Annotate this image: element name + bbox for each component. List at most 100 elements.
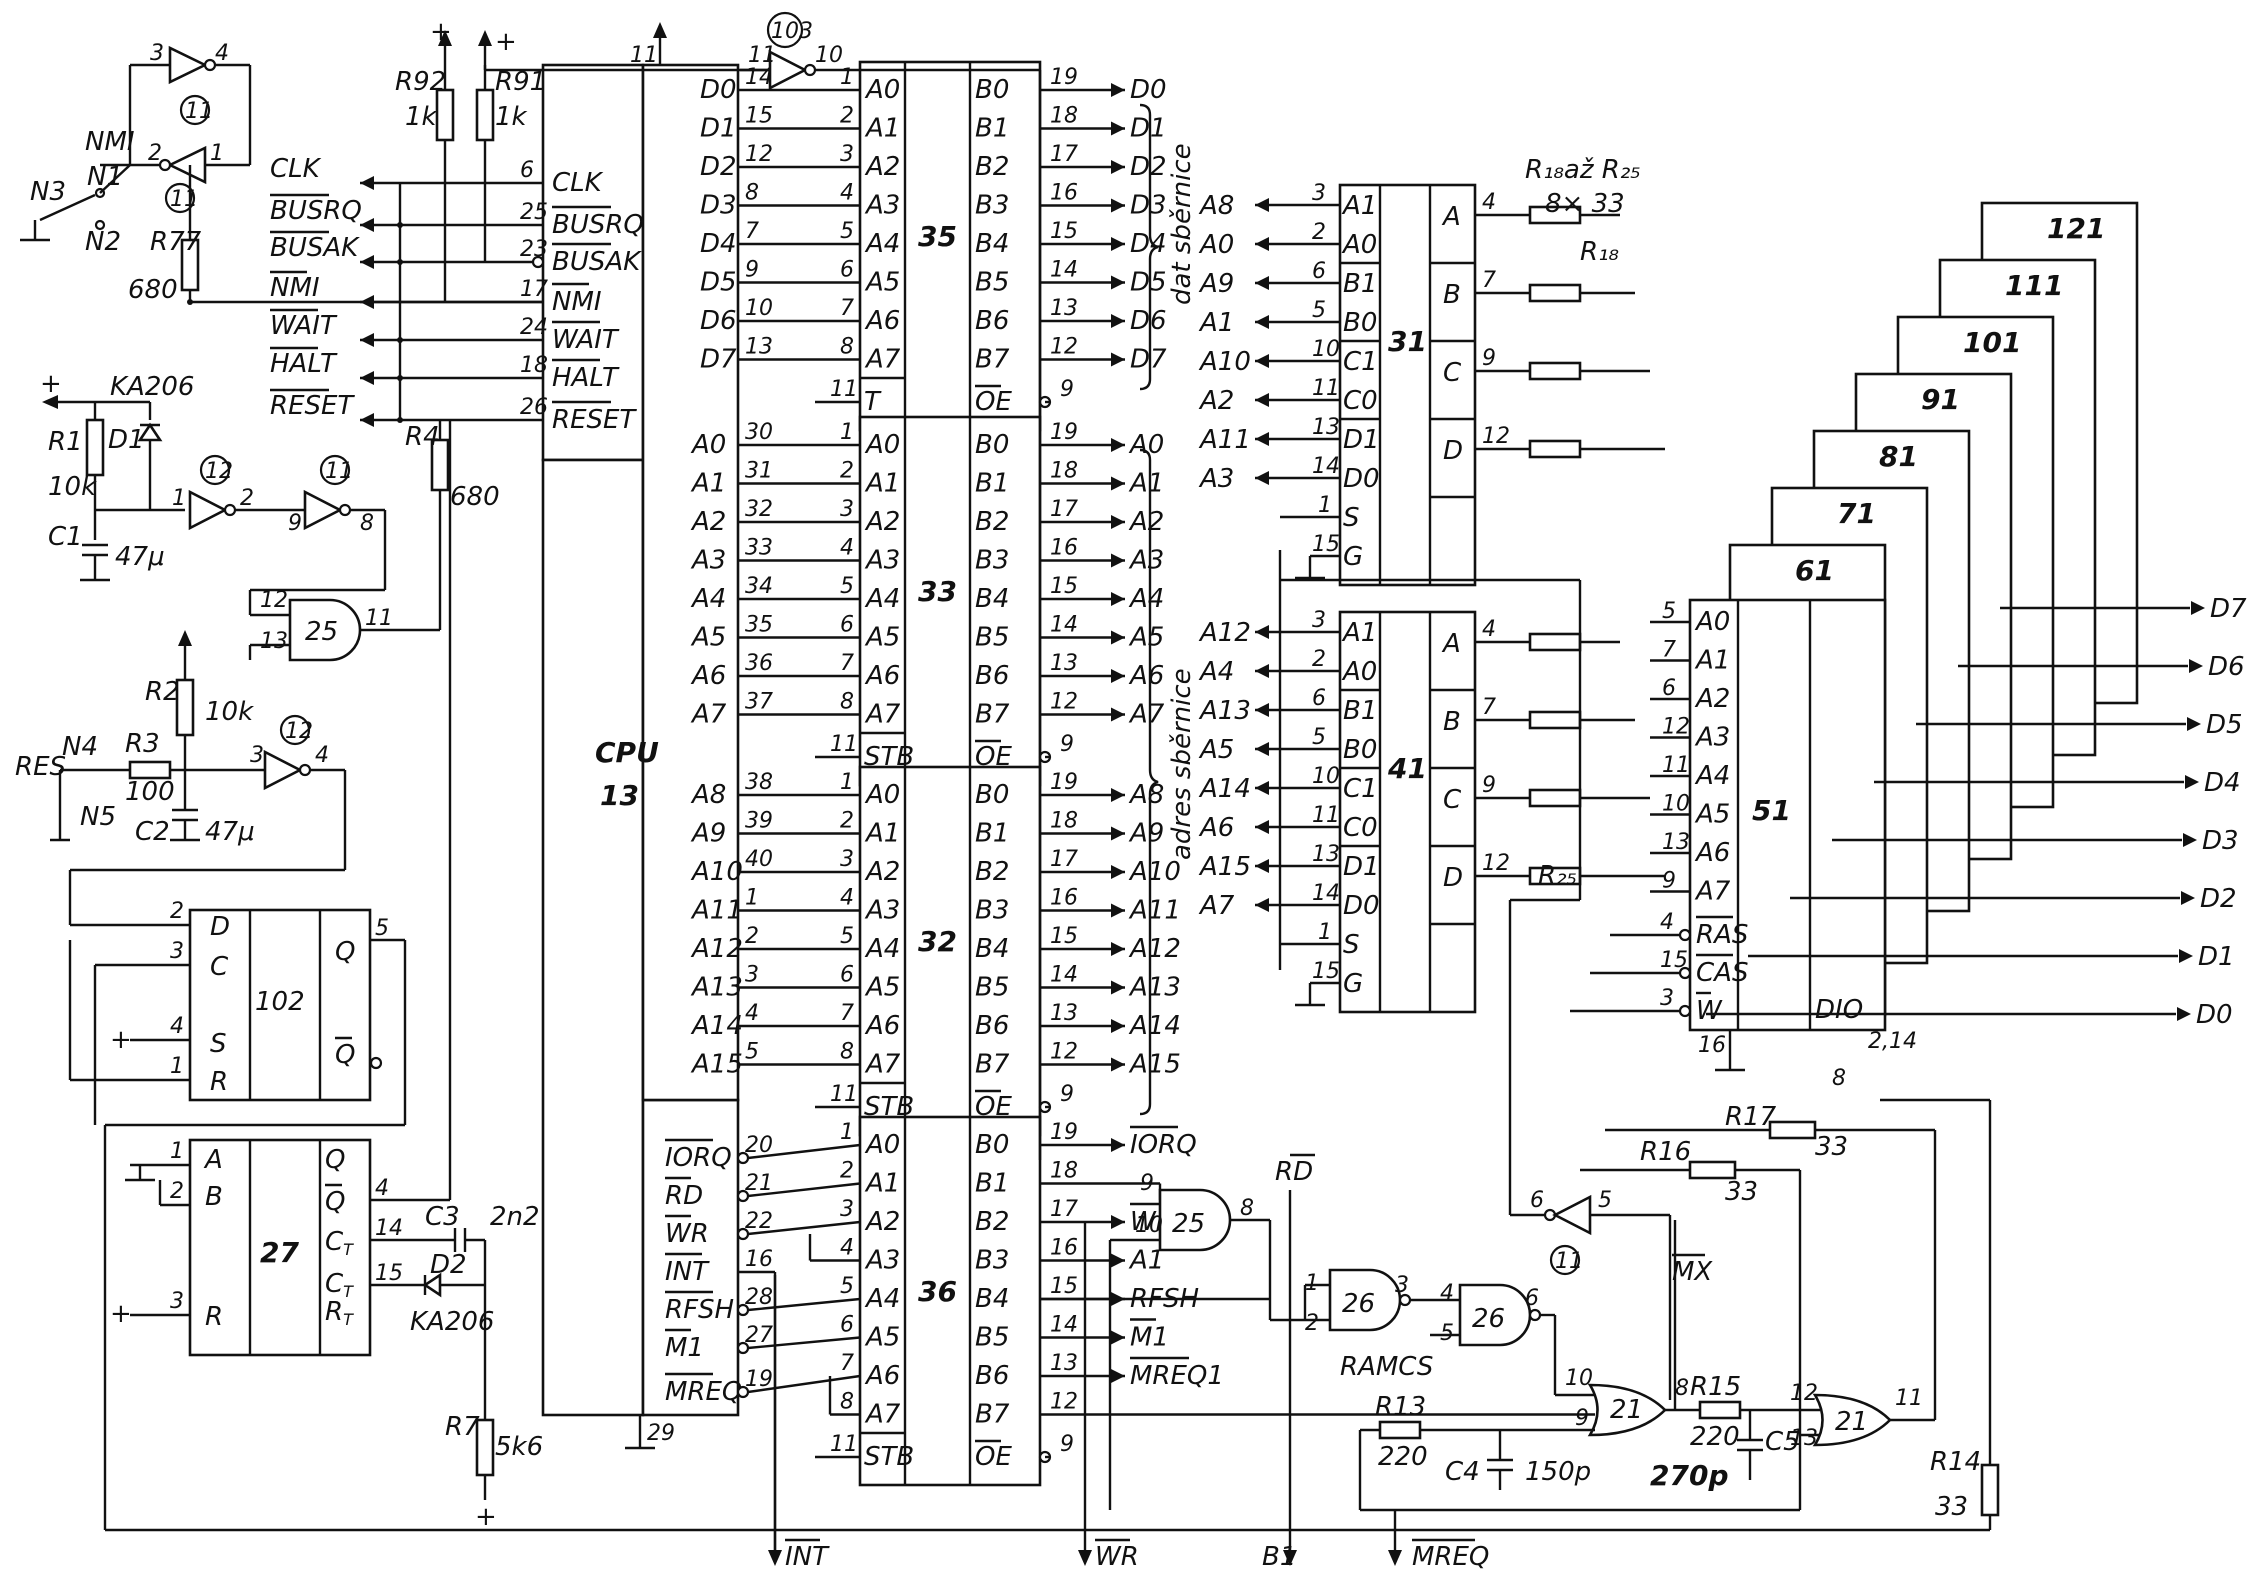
buffer-output-label: D3 [1130,191,1167,221]
buffer-output-label: A5 [1128,623,1164,653]
svg-text:D: D [210,912,230,942]
svg-text:6: 6 [1525,1286,1539,1311]
svg-text:R: R [210,1067,228,1097]
cpu-control-pin-label: WR [665,1219,709,1249]
resistor-array-value: 8× 33 [1545,189,1625,219]
buffer-output-label: D5 [1130,268,1167,298]
buffer-out-pin: 18 [1050,104,1078,129]
resistor [1528,632,1582,652]
mux-external-address-label: A11 [1198,425,1251,455]
cpu-data-pin-label: D7 [700,345,737,375]
address-bus-label: adres sběrnice [1167,668,1197,860]
buffer-out-pin: 13 [1050,1351,1078,1376]
rd-label: RD [1275,1157,1313,1187]
cpu-address-pin-number: 34 [745,574,773,599]
ram-control-pin: 4 [1660,910,1674,935]
buffer-output-label: RFSH [1130,1284,1199,1314]
buffer-b-label: B7 [975,700,1010,730]
buffer-a-label: A7 [864,1400,901,1430]
buffer-control-pin: 11 [830,1082,858,1107]
mux-input-pin: 3 [1312,608,1326,633]
mux-input-pin: 6 [1312,259,1326,284]
buffer-a-label: A5 [864,623,900,653]
svg-text:10: 10 [1135,1213,1163,1238]
cpu-left-pin-label: NMI [552,287,602,317]
buffer-a-label: A2 [864,507,900,537]
svg-text:C: C [210,952,229,982]
buffer-output-label: A11 [1128,896,1181,926]
r1-value: 10k [48,472,97,502]
mux-enable-label: G [1343,969,1363,999]
buffer-output-label: A1 [1128,1246,1164,1276]
buffer-in-pin: 5 [840,574,854,599]
r7-label: R7 [445,1412,480,1442]
cpu-left-pin-number: 18 [520,353,548,378]
mux-external-address-label: A13 [1198,696,1251,726]
n5-label: N5 [80,802,116,832]
svg-text:5: 5 [1598,1188,1612,1213]
cpu-address-pin-label: A10 [690,857,743,887]
buffer-oe-pin: 9 [1060,732,1074,757]
mono-27-label: 27 [260,1236,299,1269]
buffer-number: 35 [918,220,957,253]
buffer-out-pin: 12 [1050,1040,1078,1065]
svg-text:4: 4 [170,1014,184,1039]
cpu-ext-signal-label: BUSAK [270,233,360,263]
mux-output-pin: 12 [1482,424,1510,449]
buffer-b-label: B7 [975,1400,1010,1430]
mux-input-label: A0 [1341,230,1377,260]
ram-data-output-label: D4 [2204,768,2241,798]
mux-output-label: C [1443,785,1462,815]
buffer-a-label: A5 [864,1323,900,1353]
cpu-data-pin-label: D5 [700,268,737,298]
buffer-in-pin: 6 [840,1313,854,1338]
mux-input-label: C1 [1343,774,1378,804]
mux-output-pin: 9 [1482,773,1496,798]
cpu-left-pin-label: HALT [552,363,620,393]
ram-address-label: A0 [1694,607,1730,637]
svg-text:5: 5 [375,916,389,941]
buffer-a-label: A0 [864,780,900,810]
buffer-output-label: IORQ [1130,1130,1197,1160]
cpu-data-pin-label: D2 [700,152,737,182]
cpu-address-pin-label: A3 [690,546,726,576]
buffer-a-label: A7 [864,345,901,375]
buffer-b-label: B1 [975,819,1009,849]
cpu-address-pin-label: A11 [690,896,743,926]
buffer-out-pin: 13 [1050,651,1078,676]
r17-label: R17 [1725,1102,1777,1132]
cpu-data-pin-label: D3 [700,191,737,221]
resistor [1528,283,1582,303]
buffer-a-label: A1 [864,1169,900,1199]
cpu-left-pin-number: 26 [520,395,548,420]
cpu-left-pin-number: 25 [520,200,548,225]
buffer-out-pin: 15 [1050,1274,1078,1299]
buffer-control-pin: 11 [830,732,858,757]
ram-control-pin: 3 [1660,986,1674,1011]
r17-value: 33 [1815,1132,1848,1162]
r1-label: R1 [48,427,83,457]
buffer-in-pin: 4 [840,886,854,911]
cpu-data-pin-number: 10 [745,296,773,321]
ram-address-pin: 6 [1662,676,1676,701]
buffer-b-label: B4 [975,934,1009,964]
wr-label: WR [1095,1542,1139,1572]
int-label: INT [785,1542,830,1572]
ram-data-output-label: D6 [2208,652,2245,682]
buffer-oe-label: OE [975,1442,1012,1472]
cpu-data-pin-number: 7 [745,219,759,244]
ram-address-label: A6 [1694,838,1730,868]
cpu-ext-signal-label: NMI [270,273,320,303]
cpu-address-pin-label: A0 [690,430,726,460]
cpu-left-pin-label: BUSAK [552,247,642,277]
d2-type: KA206 [410,1307,494,1337]
buffer-body [858,765,1042,1137]
cpu-address-pin-number: 40 [745,847,773,872]
buffer-b-label: B0 [975,430,1009,460]
cpu-gnd-pin: 29 [647,1421,675,1446]
ram-chip-number: 81 [1879,440,1918,473]
buffer-out-pin: 19 [1050,65,1078,90]
ram-address-pin: 7 [1662,638,1676,663]
r4-value: 680 [450,482,500,512]
